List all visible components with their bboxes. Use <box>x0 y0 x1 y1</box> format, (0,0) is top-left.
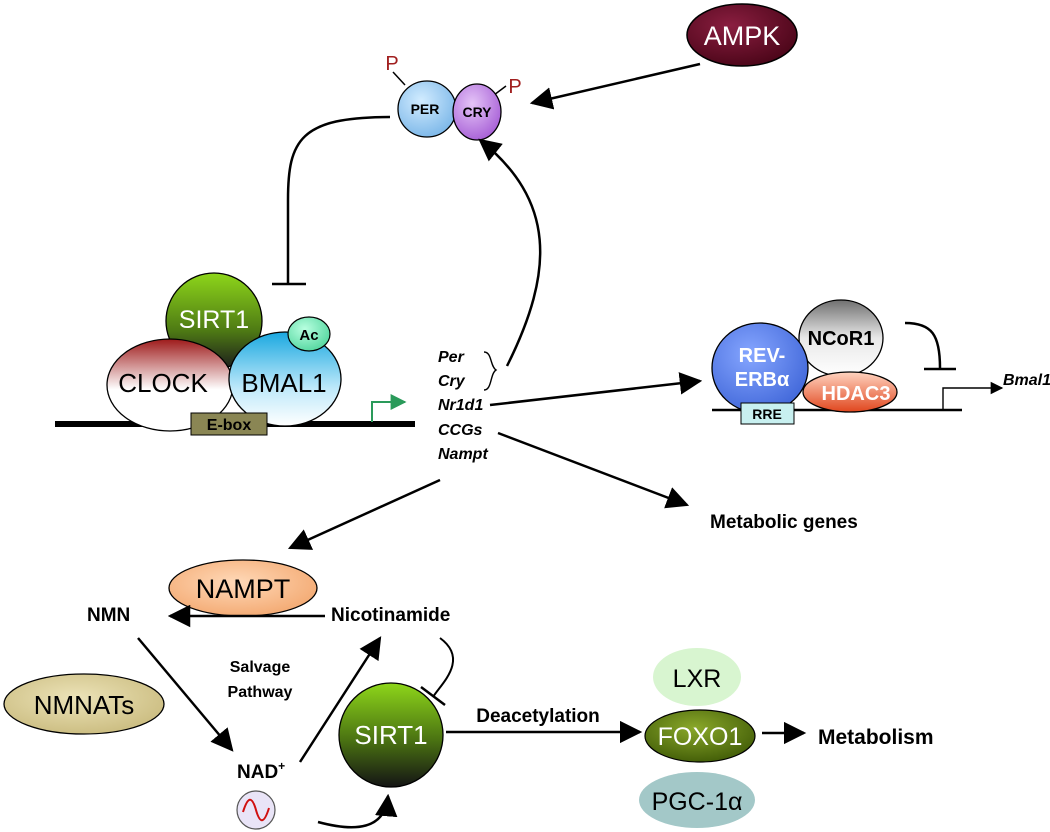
cry-phospho-label: P <box>508 76 521 98</box>
clock-tss-arrow <box>371 394 407 422</box>
bmal1-label: BMAL1 <box>241 368 326 398</box>
pgc1a-node: PGC-1α <box>639 772 755 828</box>
deacetylation-label: Deacetylation <box>476 706 600 727</box>
per-label: PER <box>411 101 440 117</box>
ncor1-label: NCoR1 <box>808 328 875 350</box>
clock-bmal1-complex: SIRT1 CLOCK BMAL1 Ac E-box <box>106 272 342 436</box>
bmal1-tss-arrow <box>942 381 1004 410</box>
reverb-complex: NCoR1 HDAC3 REV- ERBα RRE <box>711 299 898 425</box>
nampt-label: NAMPT <box>196 574 291 604</box>
acetyl-node <box>287 316 331 352</box>
sirt1-top-label: SIRT1 <box>179 306 249 334</box>
nampt-node: NAMPT <box>168 559 318 617</box>
per-cry-complex: P P PER CRY <box>385 53 522 141</box>
gene-per: Per <box>438 349 465 366</box>
nmnats-node: NMNATs <box>3 673 165 735</box>
ebox-label: E-box <box>207 417 252 434</box>
ccgs-to-metabolic-arrow <box>497 431 690 509</box>
ampk-to-percry-arrow <box>529 62 701 110</box>
per-phospho-label: P <box>385 53 398 75</box>
reverb-label-line1: REV- <box>739 345 786 367</box>
ampk-node: AMPK <box>686 3 798 67</box>
foxo1-label: FOXO1 <box>658 723 743 751</box>
nmn-to-nad-arrow <box>137 637 234 752</box>
reverb-label-line2: ERBα <box>735 369 790 391</box>
cry-label: CRY <box>462 104 492 120</box>
rre-box <box>740 402 795 425</box>
per-cry-brace <box>483 351 498 391</box>
bmal1-node <box>228 331 342 427</box>
rre-label: RRE <box>752 406 782 422</box>
nmnats-label: NMNATs <box>34 690 135 720</box>
ebox-box <box>190 412 268 436</box>
metabolism-label: Metabolism <box>818 726 934 749</box>
salvage-label-line2: Pathway <box>228 684 293 701</box>
gene-nr1d1: Nr1d1 <box>438 397 483 414</box>
bmal1-gene-label: Bmal1 <box>1003 372 1050 389</box>
gene-ccgs: CCGs <box>438 422 483 439</box>
percry-inhibits-clock-line <box>286 115 391 283</box>
ncor1-inhibits-bmal1-line <box>904 321 942 369</box>
gene-nampt: Nampt <box>438 446 488 463</box>
nampt-to-salvage-arrow <box>287 478 441 550</box>
hdac3-node <box>802 371 898 413</box>
acetyl-label: Ac <box>299 327 318 344</box>
nad-to-sirt1-arrow <box>317 793 398 829</box>
nad-to-nicotinamide-arrow <box>298 636 382 763</box>
nmn-label: NMN <box>87 605 130 626</box>
reverb-node <box>711 322 809 414</box>
foxo1-node: FOXO1 <box>644 709 756 763</box>
cry-node <box>452 83 502 141</box>
hdac3-label: HDAC3 <box>822 383 891 405</box>
gene-list: Per Cry Nr1d1 CCGs Nampt <box>438 349 498 463</box>
lxr-node: LXR <box>653 648 741 706</box>
nicotinamide-label: Nicotinamide <box>331 605 450 626</box>
nr1d1-to-reverb-arrow <box>489 372 703 407</box>
nicotinamide-inhibits-sirt1-line <box>432 637 455 698</box>
lxr-label: LXR <box>673 665 722 693</box>
salvage-label-line1: Salvage <box>230 659 291 676</box>
clock-label: CLOCK <box>118 368 208 398</box>
nad-label: NAD+ <box>237 759 285 783</box>
pgc1a-label: PGC-1α <box>652 788 743 816</box>
sirt1-bottom-label: SIRT1 <box>354 720 427 750</box>
genes-to-percry-arrow <box>478 138 542 367</box>
sirt1-bottom-node: SIRT1 <box>338 682 444 788</box>
gene-cry: Cry <box>438 373 466 390</box>
metabolic-genes-label: Metabolic genes <box>710 512 858 533</box>
circadian-oscillation-icon <box>236 790 276 830</box>
ampk-label: AMPK <box>704 21 781 51</box>
